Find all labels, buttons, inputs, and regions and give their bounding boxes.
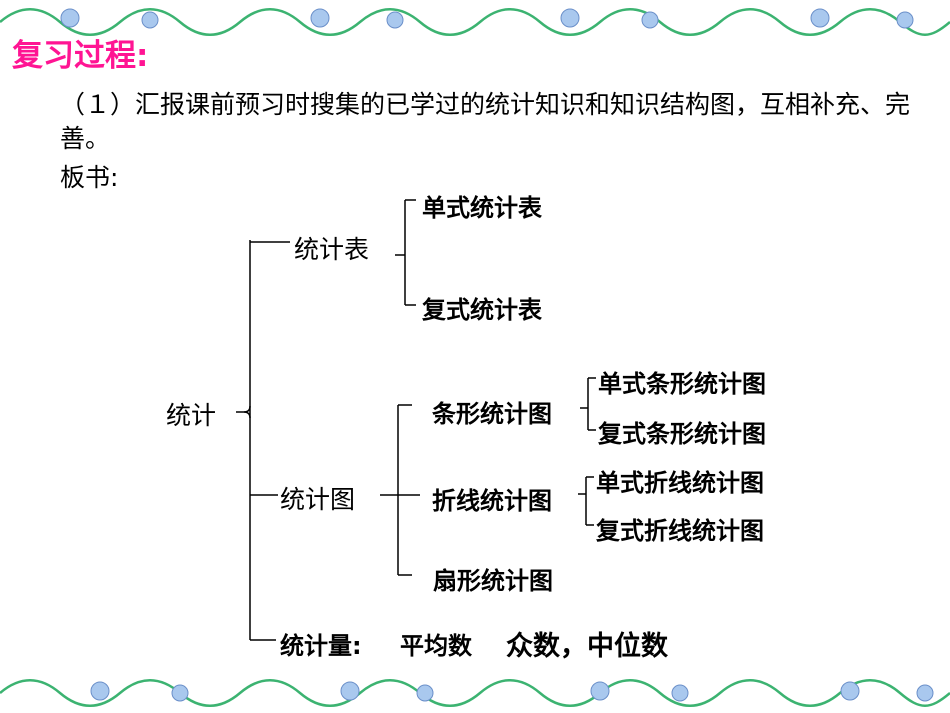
paragraph: （１）汇报课前预习时搜集的已学过的统计知识和知识结构图，互相补充、完善。 (60, 90, 911, 153)
measures-mean: 平均数 (400, 632, 472, 660)
heading: 复习过程: (12, 38, 149, 74)
table-child-single: 单式统计表 (422, 194, 542, 222)
pie-chart-node: 扇形统计图 (433, 567, 553, 595)
floral-border-top (0, 8, 950, 36)
table-child-compound: 复式统计表 (422, 296, 542, 324)
bar-child-single: 单式条形统计图 (598, 370, 766, 398)
floral-border-bottom (0, 679, 950, 707)
line-child-compound: 复式折线统计图 (596, 517, 764, 545)
line-chart-node: 折线统计图 (432, 487, 552, 515)
line-child-single: 单式折线统计图 (596, 469, 764, 497)
chart-node: 统计图 (280, 485, 356, 514)
bar-chart-node: 条形统计图 (432, 400, 552, 428)
board-label: 板书: (60, 163, 119, 192)
table-node: 统计表 (294, 235, 370, 264)
root-node: 统计 (166, 401, 217, 430)
measures-label: 统计量: (280, 632, 362, 660)
measures-mode-median: 众数，中位数 (506, 631, 668, 662)
bar-child-compound: 复式条形统计图 (598, 420, 766, 448)
